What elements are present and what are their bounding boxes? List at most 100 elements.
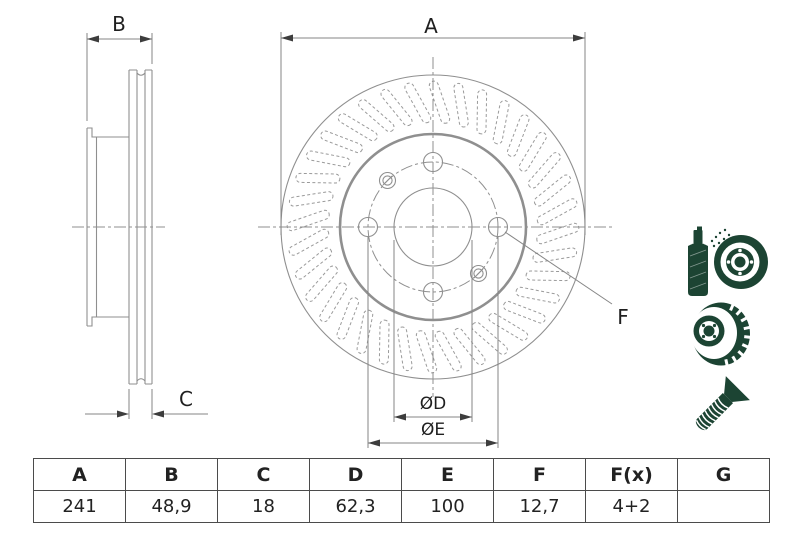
col-header-E: E [401,458,494,491]
rim-vent-mark [729,303,735,312]
arrow-left-icon [394,413,406,421]
arrow-right-icon [117,410,129,418]
product-icons [688,226,768,431]
dimension-C-extension-lines [128,389,153,419]
vent-slot [288,191,334,207]
cross-section-view: B C [72,12,208,419]
value-E: 100 [401,490,494,523]
vent-slot [471,321,508,355]
dimension-C: C [85,387,208,419]
dimension-F-leader-line [504,231,613,305]
spec-table-value-row: 241 48,9 18 62,3 100 12,7 4+2 [33,490,770,523]
vent-slot [533,174,572,207]
vent-slot [518,131,547,172]
bolt-hole-right [487,216,509,238]
drawing-svg: B C [72,12,768,448]
value-A: 241 [33,490,126,523]
vent-slot [397,326,413,372]
value-Fx: 4+2 [585,490,678,523]
ring-top-vent-notch [136,70,146,76]
value-F: 12,7 [493,490,586,523]
vent-slot [306,150,351,168]
dimension-A-extension-lines [280,32,586,235]
set-screw-hole-upper-left [378,171,397,190]
vent-slot [415,330,438,374]
rim-vent-mark [735,309,742,316]
vent-slot [294,247,333,280]
dimension-D-label: ØD [420,394,446,414]
arrow-right-icon [140,35,152,43]
col-header-G: G [677,458,770,491]
arrow-right-icon [573,34,585,42]
hat-top-face [87,127,129,138]
dimension-A-label: A [424,14,438,38]
dimension-E: ØE [367,237,499,448]
front-view: A F ØD ØE [258,14,629,448]
vent-slot [525,270,571,282]
rim-vent-mark [740,316,748,323]
vent-slot [358,99,395,133]
vent-slot [453,327,486,366]
dimension-F-label: F [617,305,629,329]
value-G [677,490,770,523]
dimension-A: A [280,14,586,235]
arrow-left-icon [368,439,380,447]
dimension-F: F [504,231,629,329]
value-B: 48,9 [125,490,218,523]
vent-slot [404,82,432,124]
spec-table: A B C D E F F(x) G 241 48,9 18 62,3 100 … [33,458,770,523]
dimension-B-extension-lines [86,33,153,121]
col-header-Fx: F(x) [585,458,678,491]
vent-slot [536,222,580,245]
vent-slot [453,82,469,128]
rim-vent-mark [724,358,729,366]
rim-vent-mark [731,355,738,363]
dimension-E-label: ØE [421,420,445,440]
dimension-B-label: B [112,12,126,36]
dimension-D-extension-lines [393,240,473,422]
set-screw-hole-lower-right [469,264,488,283]
rim-vent-mark [743,325,751,331]
spray-coating-disc-icon [688,226,768,296]
vent-slot [428,80,451,124]
vent-slot [336,297,360,340]
dimension-E-extension-lines [367,237,499,448]
value-D: 62,3 [309,490,402,523]
rim-vent-mark [741,343,749,349]
vent-slot [380,88,413,127]
vent-slot [319,282,348,323]
col-header-A: A [33,458,126,491]
spec-table-header-row: A B C D E F F(x) G [33,458,770,491]
vent-slot [515,286,560,304]
ring-bottom-vent-notch [136,378,146,384]
vent-slot [434,330,462,372]
vent-slots [286,80,580,374]
vent-slot [295,172,341,184]
arrow-right-icon [486,439,498,447]
vent-slot [506,114,530,157]
vent-slot [356,309,374,354]
col-header-B: B [125,458,218,491]
vent-slot [320,130,363,154]
vent-slot [532,247,578,263]
vent-slot [527,152,561,189]
vent-slot [337,113,378,142]
col-header-F: F [493,458,586,491]
rim-vent-mark [737,350,745,357]
vent-slot [378,319,390,365]
arrow-right-icon [460,413,472,421]
hat-bottom-face [87,316,129,327]
vent-slot [536,198,578,226]
vent-slot [488,312,529,341]
col-header-C: C [217,458,310,491]
vent-slot [286,209,330,232]
dimension-B: B [86,12,153,121]
vented-disc-rim-slots [724,303,751,366]
vented-disc-icon [691,302,751,366]
col-header-D: D [309,458,402,491]
value-C: 18 [217,490,310,523]
vent-slot [503,300,546,324]
vent-slot [288,228,330,256]
rim-vent-mark [744,335,751,339]
